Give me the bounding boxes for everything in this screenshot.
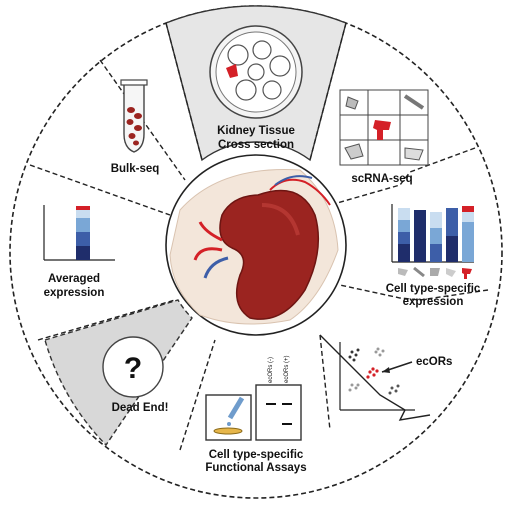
functional-assays-label-line2: Functional Assays bbox=[205, 462, 306, 474]
averaged-expression-bar bbox=[43, 205, 115, 261]
cell-type-stacked-bars bbox=[391, 204, 474, 279]
lane-label-ecors-positive: ecORs (+) bbox=[284, 355, 290, 383]
cell-type-expression-label-line2: expression bbox=[403, 296, 464, 308]
kidney-tissue-label-line1: Kidney Tissue bbox=[217, 125, 295, 137]
ecors-scatter-plot bbox=[339, 342, 415, 411]
cell-type-expression-label-line1: Cell type-specific bbox=[386, 283, 481, 295]
functional-assay-illustration bbox=[205, 384, 302, 441]
ecors-label: ecORs bbox=[416, 356, 452, 368]
lane-label-ecors-negative: ecORs (-) bbox=[268, 357, 274, 383]
question-mark-symbol: ? bbox=[124, 352, 142, 385]
dead-end-label: Dead End! bbox=[112, 402, 169, 414]
kidney-illustration bbox=[169, 169, 339, 325]
bulk-seq-label: Bulk-seq bbox=[111, 163, 160, 175]
scrna-cell-grid-illustration bbox=[339, 89, 429, 166]
functional-assays-label-line1: Cell type-specific bbox=[209, 449, 304, 461]
question-mark-icon: ? bbox=[102, 336, 164, 398]
scrna-seq-label: scRNA-seq bbox=[351, 173, 412, 185]
bulk-tube-icon bbox=[120, 79, 148, 153]
kidney-tissue-label-line2: Cross section bbox=[218, 139, 294, 151]
averaged-expression-label-line1: Averaged bbox=[48, 273, 100, 285]
averaged-expression-label-line2: expression bbox=[44, 287, 105, 299]
tissue-cross-section-illustration bbox=[209, 25, 303, 119]
